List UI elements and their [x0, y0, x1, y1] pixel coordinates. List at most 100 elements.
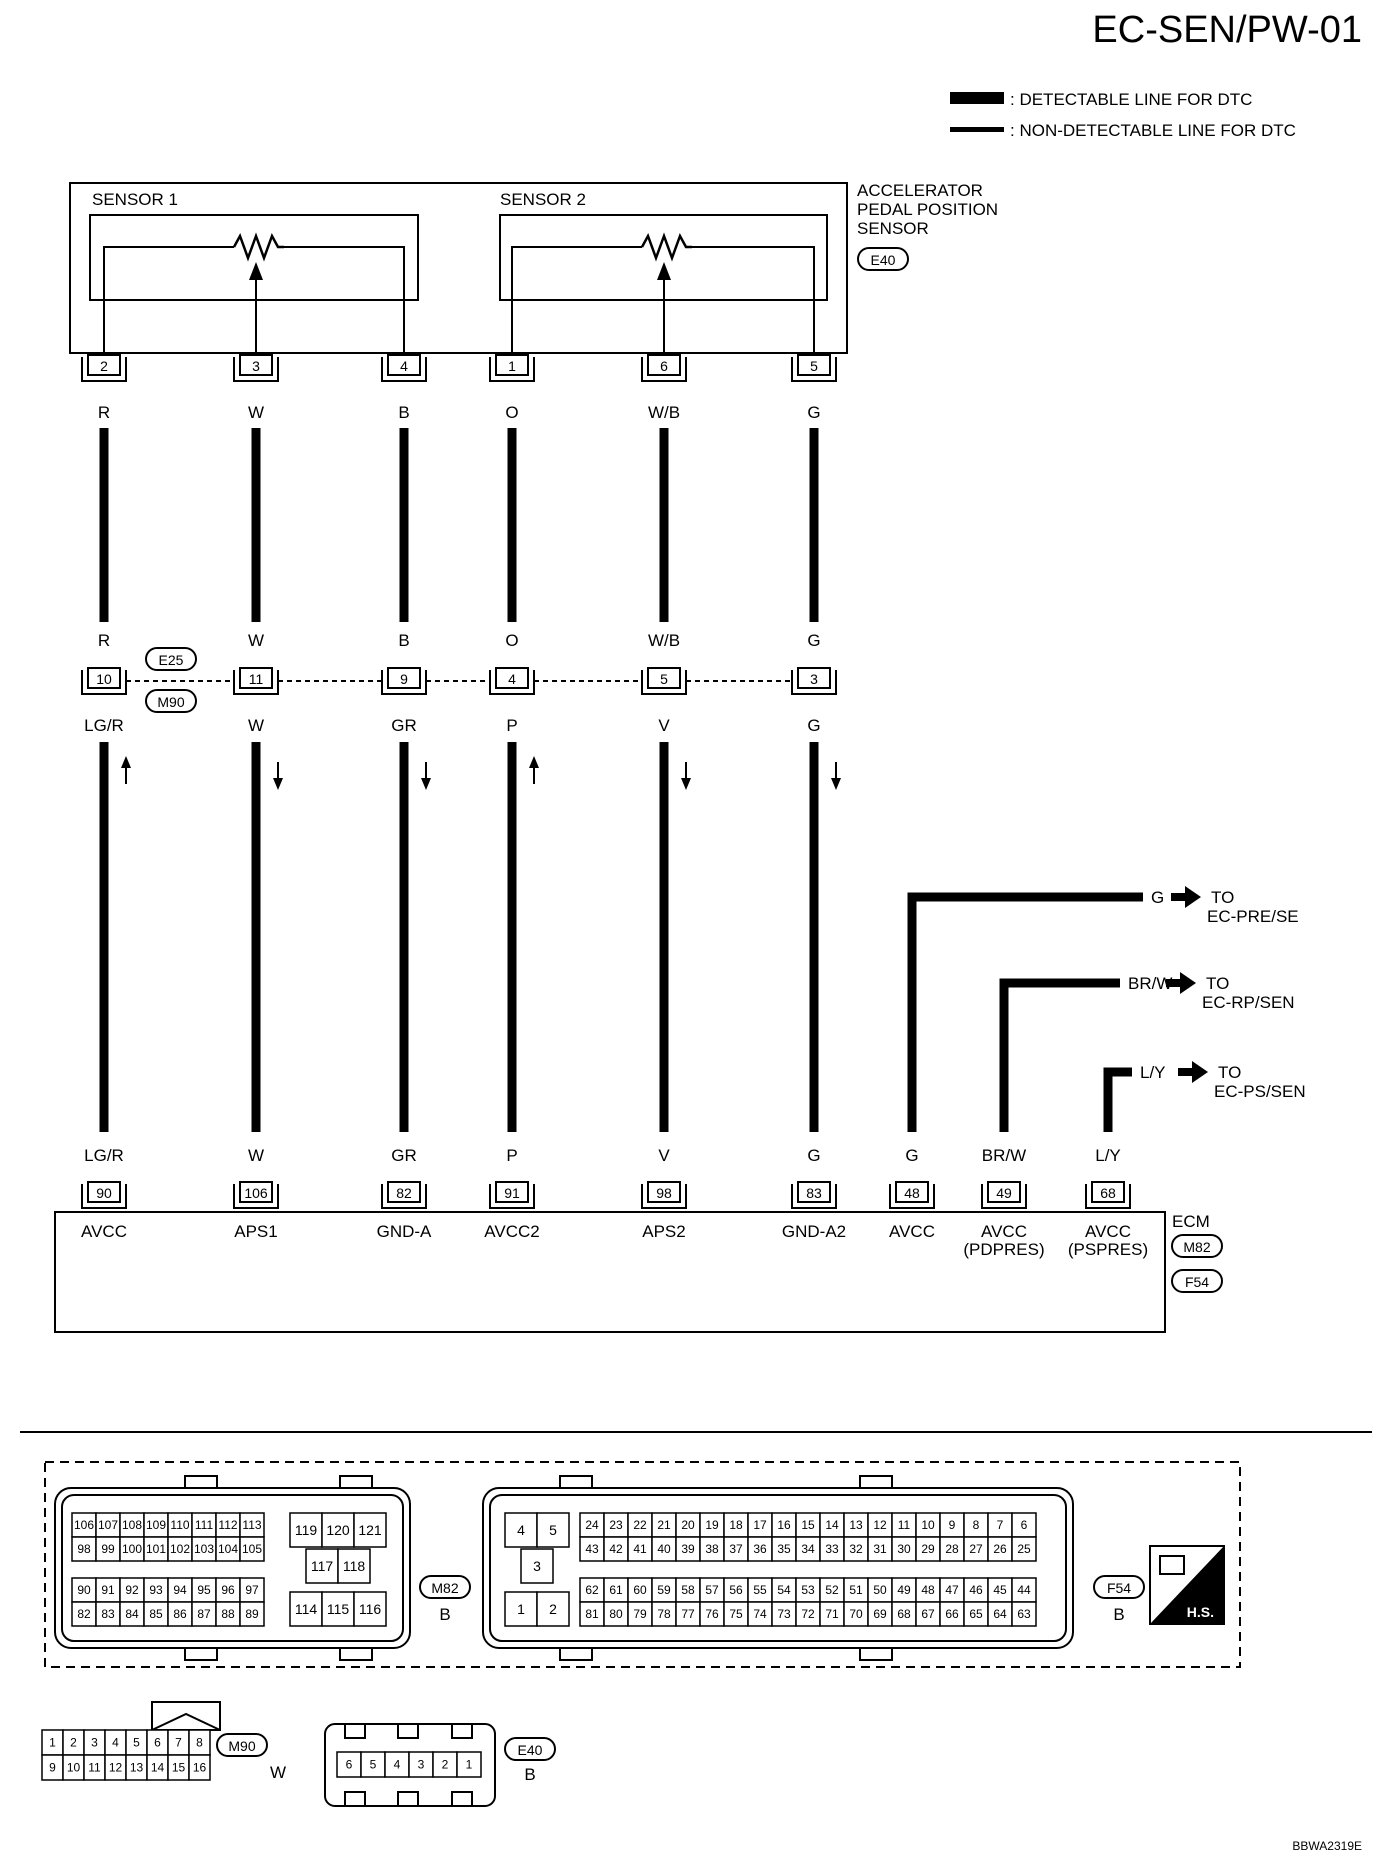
m82-pin-label: 112: [218, 1518, 237, 1532]
m82-pin-label: 87: [197, 1607, 211, 1621]
f54-pin-label: 31: [873, 1542, 887, 1556]
f54-pin-label: 24: [585, 1518, 599, 1532]
f54-pin: [536, 1512, 570, 1548]
f54-pin: [915, 1536, 941, 1562]
f54-pin: [603, 1512, 629, 1538]
m82-pin-label: 114: [295, 1601, 318, 1617]
f54-pin-label: 5: [549, 1522, 557, 1538]
ecm-wire-color: GR: [391, 1146, 417, 1165]
f54-pin-label: 14: [825, 1518, 839, 1532]
direction-arrow-down: [273, 778, 283, 790]
wire-lower-color-top: W: [248, 716, 264, 735]
f54-pin-label: 36: [753, 1542, 767, 1556]
harness-wires: 2RR10LG/RLG/R90AVCC3WW11WW106APS14BB9GRG…: [81, 354, 846, 1241]
legend-non-detectable-label: : NON-DETECTABLE LINE FOR DTC: [1010, 121, 1296, 140]
f54-pin-label: 43: [585, 1542, 599, 1556]
f54-pin: [747, 1601, 773, 1627]
ecm-terminal: 90: [81, 1181, 127, 1209]
ecm-connector-id-1: M82: [1183, 1239, 1210, 1255]
e40-pin-label: 4: [394, 1758, 401, 1772]
f54-pin-label: 30: [897, 1542, 911, 1556]
m82-badge: [419, 1575, 471, 1599]
m90-badge-id: M90: [228, 1738, 255, 1754]
f54-pin-label: 78: [657, 1607, 671, 1621]
m82-pin-label: 101: [146, 1542, 166, 1556]
wire-upper-color-top: B: [398, 403, 409, 422]
f54-pin: [699, 1577, 725, 1603]
ecm-terminal: 48: [889, 1181, 935, 1209]
f54-pin: [819, 1536, 845, 1562]
m90-pin-label: 10: [67, 1761, 81, 1775]
m82-pin-label: 116: [359, 1601, 382, 1617]
f54-pin: [1011, 1577, 1037, 1603]
legend: : DETECTABLE LINE FOR DTC : NON-DETECTAB…: [950, 90, 1296, 140]
sensor-terminal-pin: 3: [252, 358, 260, 374]
e40-pin-label: 5: [370, 1758, 377, 1772]
m90-pin-label: 16: [193, 1761, 207, 1775]
ecm-pin-label: (PSPRES): [1068, 1240, 1148, 1259]
m90-pin-label: 12: [109, 1761, 123, 1775]
m82-pin-label: 121: [358, 1522, 382, 1538]
f54-pin-label: 20: [681, 1518, 695, 1532]
e40-pin: [384, 1751, 410, 1778]
branch-to-label: TO: [1206, 974, 1229, 993]
m90-pin-label: 4: [112, 1736, 119, 1750]
joint-terminal-pin: 3: [810, 671, 818, 687]
m90-pin-label: 7: [175, 1736, 182, 1750]
f54-pin-label: 69: [873, 1607, 887, 1621]
sensor-name-line1: ACCELERATOR: [857, 181, 983, 200]
sensor-terminal-pin: 6: [660, 358, 668, 374]
ecm-connectors-frame: [44, 1461, 1241, 1668]
joint-lower-badge: [145, 689, 197, 713]
f54-pin-label: 23: [609, 1518, 623, 1532]
to-arrow-icon: [1166, 972, 1196, 994]
branch-color: BR/W: [1128, 974, 1172, 993]
ecm-terminal-pin: 48: [904, 1185, 920, 1201]
sensor-terminal: 6: [641, 354, 687, 382]
f54-pin-label: 81: [585, 1607, 599, 1621]
f54-pin: [579, 1512, 605, 1538]
f54-pin: [795, 1577, 821, 1603]
joint-terminal: 4: [489, 667, 535, 695]
f54-pin-label: 21: [657, 1518, 671, 1532]
m90-pin-label: 11: [88, 1761, 101, 1775]
f54-pin: [915, 1577, 941, 1603]
f54-pin: [627, 1577, 653, 1603]
e40-badge-id: E40: [518, 1742, 543, 1758]
ecm-wire-color: V: [658, 1146, 670, 1165]
branch-line: [999, 978, 1120, 1132]
f54-pin-label: 32: [849, 1542, 863, 1556]
m82-color: B: [439, 1605, 450, 1624]
m82-pin-label: 113: [242, 1518, 261, 1532]
m82-pin: [305, 1548, 339, 1584]
m82-pin-label: 104: [218, 1542, 238, 1556]
ecm-terminal-pin: 83: [806, 1185, 822, 1201]
branch-to-target: EC-PRE/SE: [1207, 907, 1299, 926]
ecm-terminal-pin: 82: [396, 1185, 412, 1201]
wire-upper-color-top: G: [807, 403, 820, 422]
m82-pin: [321, 1591, 355, 1627]
branch-to-label: TO: [1211, 888, 1234, 907]
sensor-terminal: 5: [791, 354, 837, 382]
page-code: EC-SEN/PW-01: [1092, 9, 1362, 51]
f54-pin-label: 42: [609, 1542, 623, 1556]
branch-to-label: TO: [1218, 1063, 1241, 1082]
sensor-name-line3: SENSOR: [857, 219, 929, 238]
direction-arrow-down: [831, 778, 841, 790]
joint-terminal-pin: 4: [508, 671, 516, 687]
m82-pin: [337, 1548, 371, 1584]
f54-pin-label: 35: [777, 1542, 791, 1556]
wire-upper-color-bottom: R: [98, 631, 110, 650]
ecm-terminal: 91: [489, 1181, 535, 1209]
f54-pin-label: 27: [969, 1542, 983, 1556]
m82-pin-label: 108: [122, 1518, 142, 1532]
f54-pin-label: 28: [945, 1542, 959, 1556]
wire-upper-color-top: R: [98, 403, 110, 422]
f54-pin-label: 38: [705, 1542, 719, 1556]
f54-pin: [627, 1601, 653, 1627]
legend-detectable-swatch: [950, 92, 1004, 104]
